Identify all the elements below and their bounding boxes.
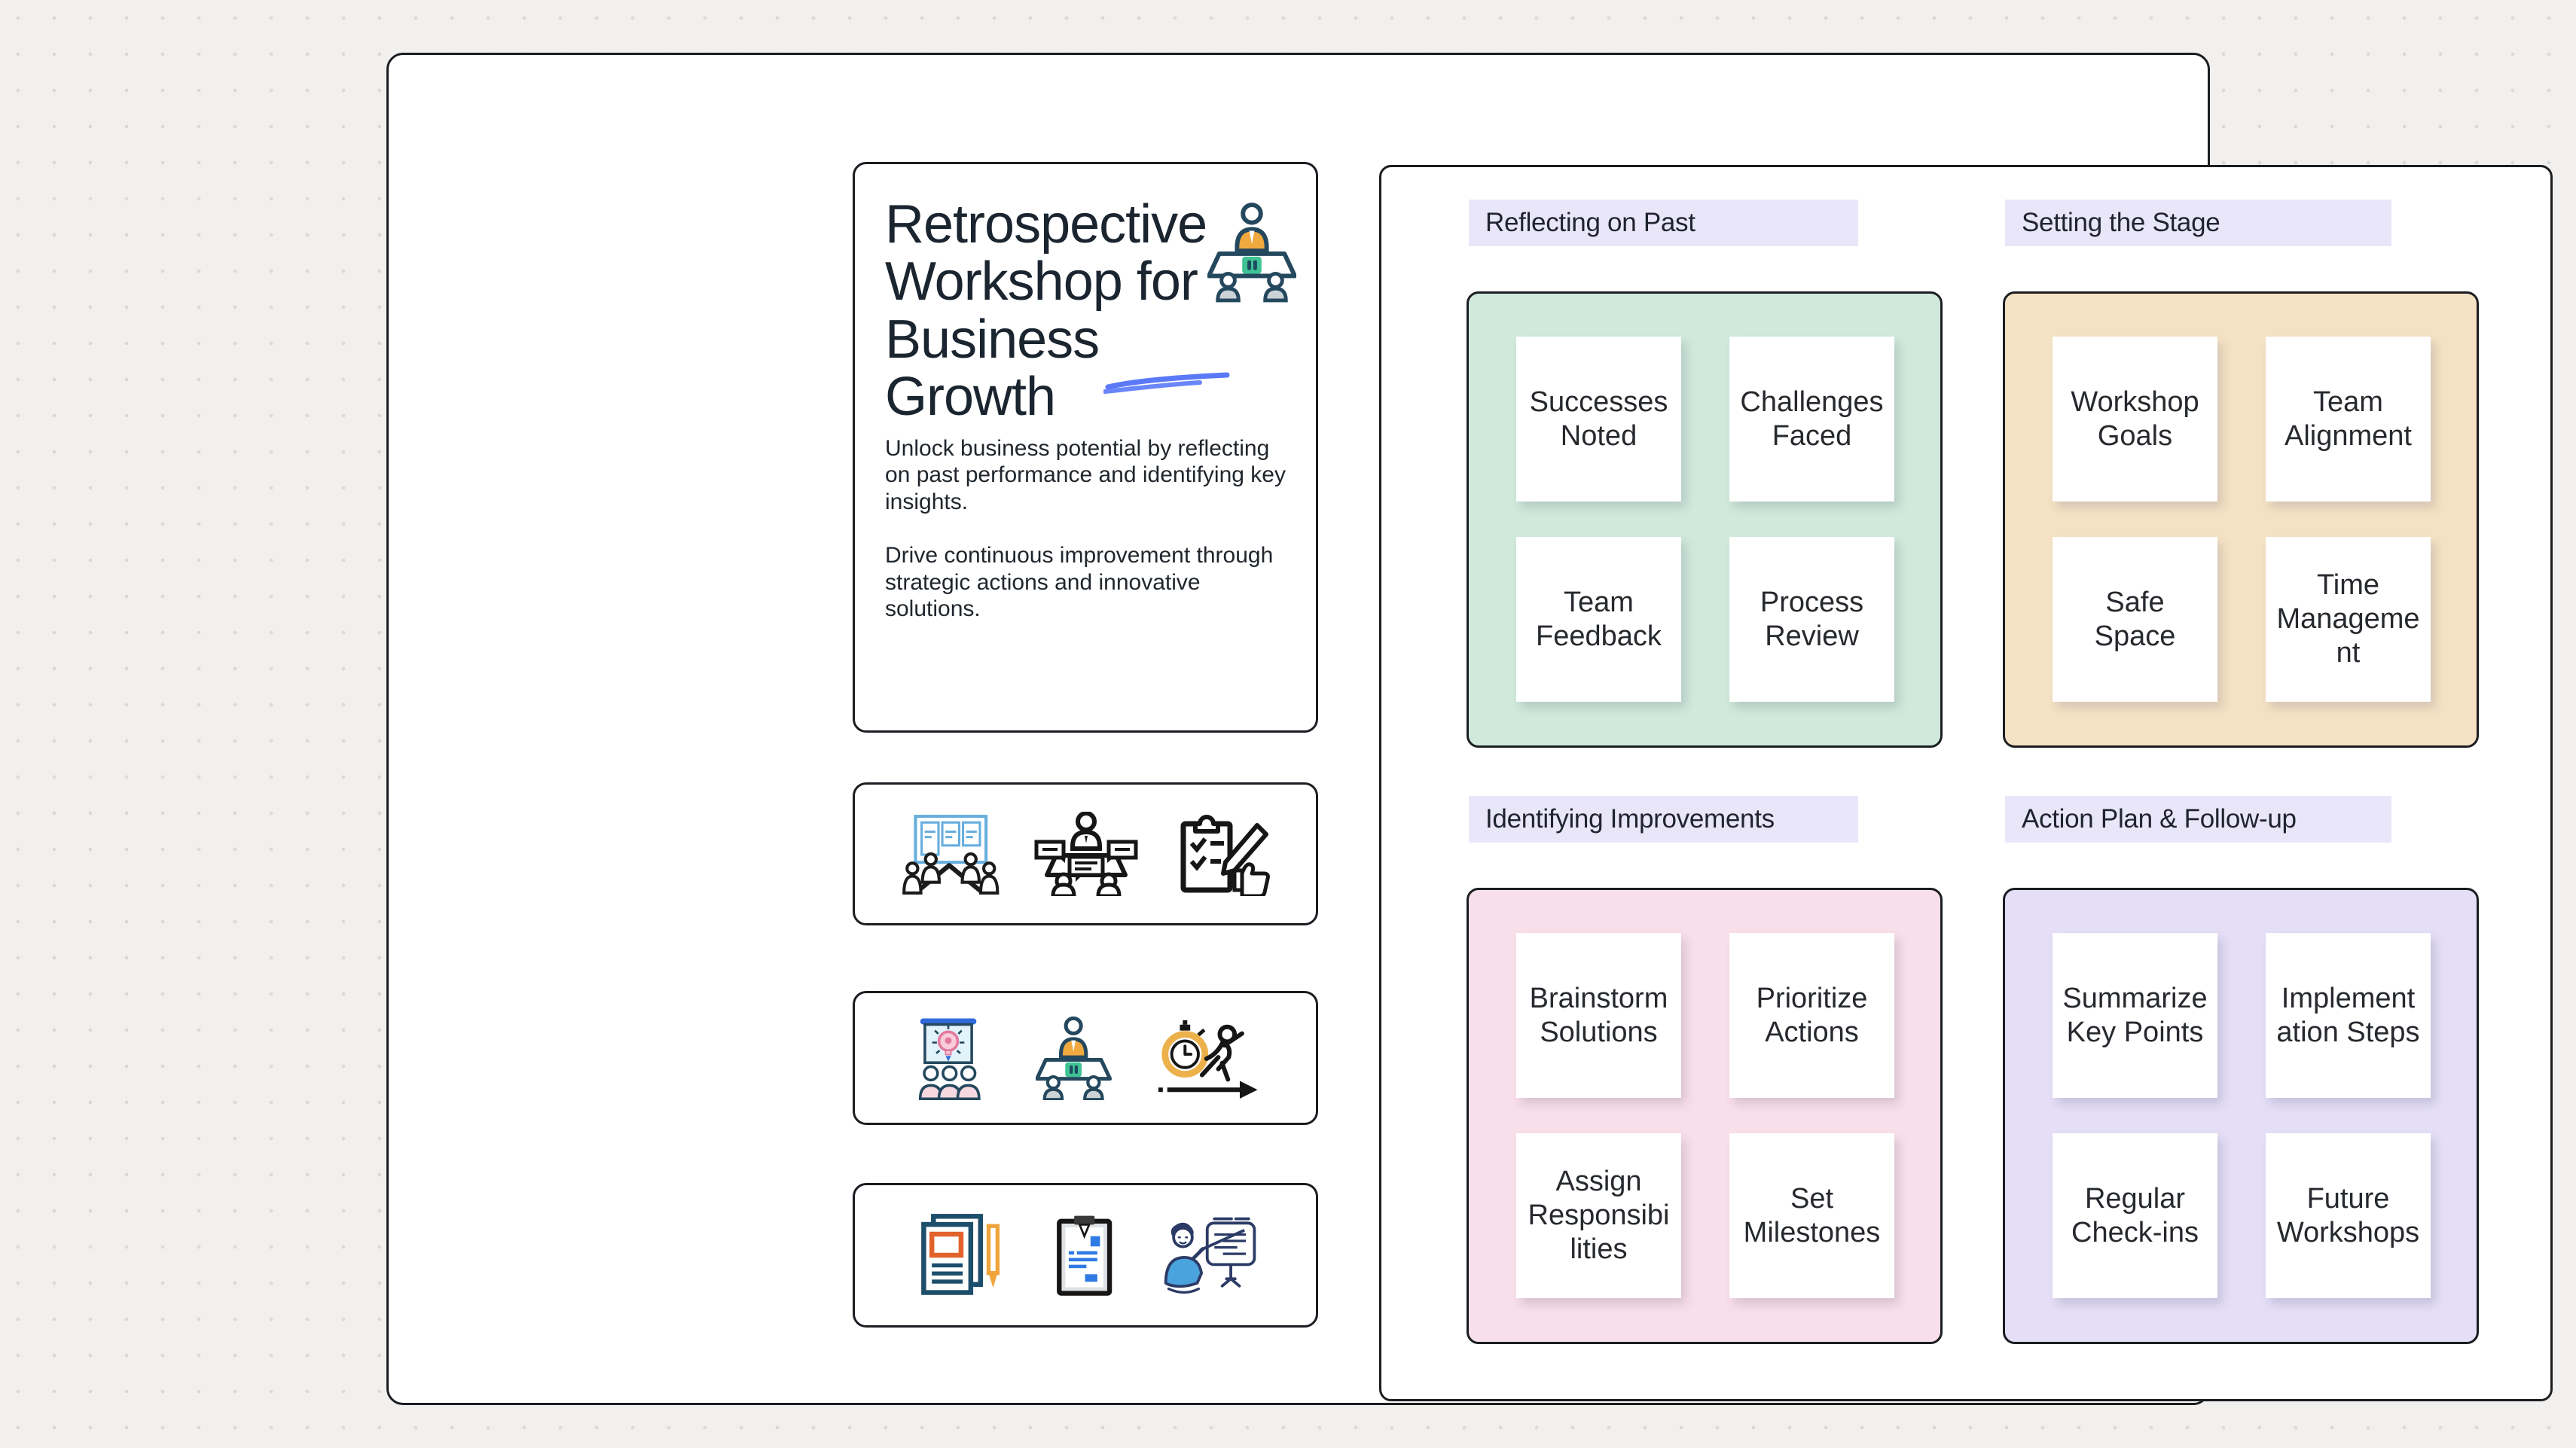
description-paragraph-1: Unlock business potential by reflecting … — [885, 436, 1286, 514]
kanban-meeting-icon — [902, 815, 1000, 895]
section-label-action-plan-follow-up[interactable]: Action Plan & Follow-up — [2005, 796, 2391, 843]
sticky-note[interactable]: Implementation Steps — [2266, 933, 2431, 1098]
title-description: Unlock business potential by reflecting … — [885, 435, 1292, 649]
underline-scribble — [1103, 372, 1230, 394]
section-label-setting-the-stage[interactable]: Setting the Stage — [2005, 200, 2391, 246]
sticky-note[interactable]: Summarize Key Points — [2053, 933, 2217, 1098]
section-box-action-plan-follow-up[interactable]: Summarize Key Points Implementation Step… — [2003, 888, 2479, 1344]
sticky-note[interactable]: Team Feedback — [1516, 537, 1681, 702]
checklist-approval-icon — [1180, 815, 1270, 896]
section-box-setting-the-stage[interactable]: Workshop Goals Team Alignment Safe Space… — [2003, 291, 2479, 748]
section-label-identifying-improvements[interactable]: Identifying Improvements — [1469, 796, 1858, 843]
sticky-note[interactable]: Challenges Faced — [1729, 337, 1894, 501]
deadline-runner-icon — [1158, 1020, 1258, 1099]
idea-presentation-icon — [918, 1018, 981, 1100]
sticky-note[interactable]: Successes Noted — [1516, 337, 1681, 501]
meeting-presenter-icon — [1036, 1016, 1112, 1100]
sticky-note[interactable]: Assign Responsibilities — [1516, 1133, 1681, 1298]
sticky-note[interactable]: Process Review — [1729, 537, 1894, 702]
workshop-frame[interactable]: Retrospective Workshop for Business Grow… — [386, 53, 2553, 1405]
notes-pencil-icon — [920, 1214, 1000, 1295]
sticky-note[interactable]: Regular Check-ins — [2053, 1133, 2217, 1298]
icon-card-planning[interactable] — [853, 782, 1318, 925]
page-title: Retrospective Workshop for Business Grow… — [885, 194, 1207, 427]
description-paragraph-2: Drive continuous improvement through str… — [885, 543, 1274, 621]
section-box-identifying-improvements[interactable]: Brainstorm Solutions Prioritize Actions … — [1467, 888, 1943, 1344]
meeting-presenter-icon — [1207, 203, 1296, 303]
clipboard-icon — [1056, 1215, 1112, 1296]
flipchart-presenter-icon — [1164, 1217, 1256, 1294]
icon-card-documentation[interactable] — [853, 1183, 1318, 1328]
discussion-table-icon — [1034, 812, 1138, 896]
sticky-note[interactable]: Team Alignment — [2266, 337, 2431, 501]
sticky-note[interactable]: Workshop Goals — [2053, 337, 2217, 501]
sticky-note[interactable]: Future Workshops — [2266, 1133, 2431, 1298]
sticky-note[interactable]: Prioritize Actions — [1729, 933, 1894, 1098]
section-label-reflecting-on-past[interactable]: Reflecting on Past — [1469, 200, 1858, 246]
title-card[interactable]: Retrospective Workshop for Business Grow… — [853, 162, 1318, 733]
sticky-note[interactable]: Brainstorm Solutions — [1516, 933, 1681, 1098]
sticky-note[interactable]: Time Management — [2266, 537, 2431, 702]
section-box-reflecting-on-past[interactable]: Successes Noted Challenges Faced Team Fe… — [1467, 291, 1943, 748]
sticky-note[interactable]: Safe Space — [2053, 537, 2217, 702]
sticky-note[interactable]: Set Milestones — [1729, 1133, 1894, 1298]
icon-card-facilitation[interactable] — [853, 991, 1318, 1125]
